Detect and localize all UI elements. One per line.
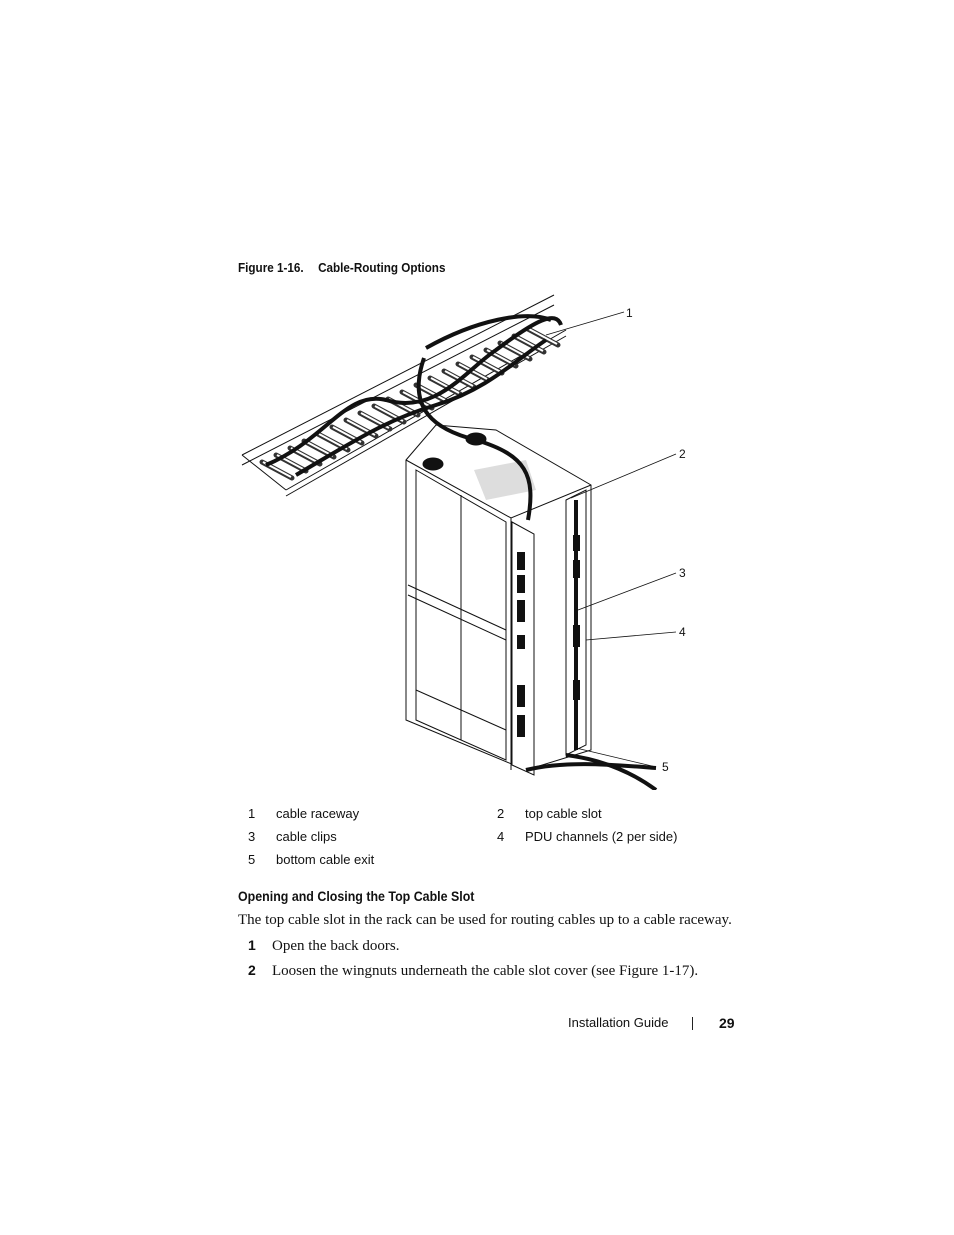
figure-title: Cable-Routing Options: [318, 260, 446, 275]
rack-drawing: [405, 424, 592, 776]
legend-label: cable raceway: [276, 806, 360, 821]
footer-title: Installation Guide: [568, 1015, 669, 1030]
callout-3: 3: [679, 566, 686, 580]
step-text: Open the back doors.: [272, 938, 400, 954]
legend-label: PDU channels (2 per side): [525, 829, 678, 844]
callout-5: 5: [662, 760, 669, 774]
callout-4: 4: [679, 625, 686, 639]
legend-item: 5 bottom cable exit: [248, 852, 374, 867]
legend-label: top cable slot: [525, 806, 602, 821]
figure-caption: Figure 1-16. Cable-Routing Options: [238, 260, 445, 275]
cable-routing-illustration: [241, 294, 677, 790]
legend-number: 1: [248, 806, 256, 821]
page-number: 29: [719, 1015, 735, 1031]
section-heading: Opening and Closing the Top Cable Slot: [238, 889, 475, 904]
cables-drawing: [265, 314, 658, 790]
legend-number: 2: [497, 806, 505, 821]
legend-number: 3: [248, 829, 256, 844]
legend-item: 2 top cable slot: [497, 806, 602, 821]
callout-2: 2: [679, 447, 686, 461]
figure-number: Figure 1-16.: [238, 260, 304, 275]
legend-item: 1 cable raceway: [248, 806, 359, 821]
legend-item: 4 PDU channels (2 per side): [497, 829, 677, 844]
callout-1: 1: [626, 306, 633, 320]
footer-divider: [692, 1017, 693, 1030]
callout-leaders: [545, 311, 677, 768]
legend-label: bottom cable exit: [276, 852, 375, 867]
step-text: Loosen the wingnuts underneath the cable…: [272, 963, 699, 979]
intro-paragraph: The top cable slot in the rack can be us…: [238, 912, 732, 928]
step-number: 2: [248, 962, 256, 978]
step-item: 1 Open the back doors.: [248, 937, 399, 955]
legend-number: 4: [497, 829, 505, 844]
legend-label: cable clips: [276, 829, 337, 844]
step-item: 2 Loosen the wingnuts underneath the cabl…: [248, 962, 698, 980]
step-number: 1: [248, 937, 256, 953]
legend-number: 5: [248, 852, 256, 867]
legend-item: 3 cable clips: [248, 829, 337, 844]
